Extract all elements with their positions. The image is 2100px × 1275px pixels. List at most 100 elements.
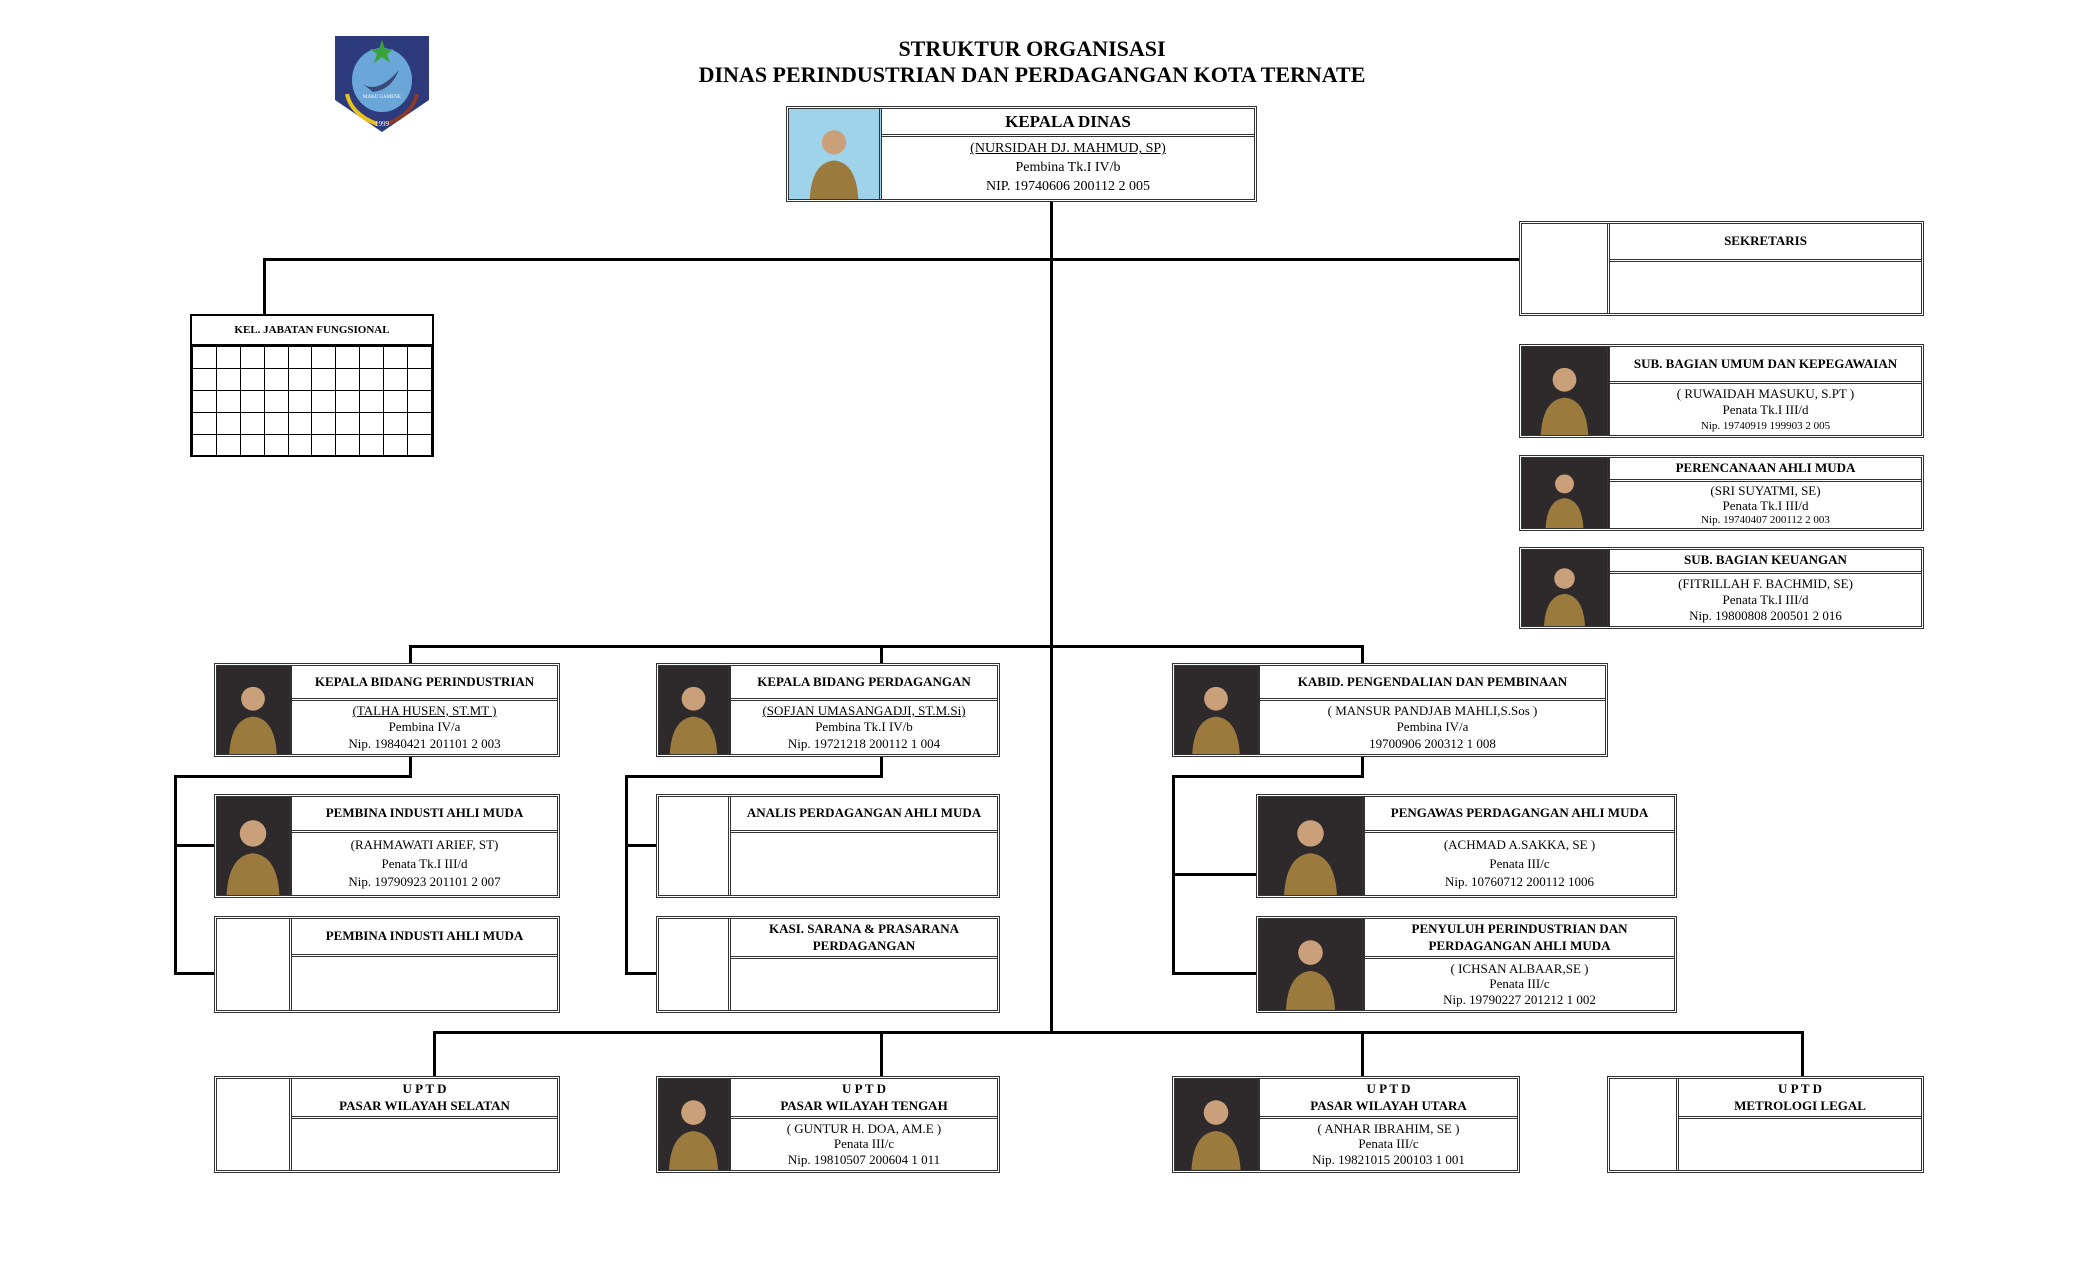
photo-placeholder: [1610, 1079, 1679, 1170]
official-details: [1610, 262, 1921, 313]
connector-line: [433, 1031, 436, 1076]
connector-line: [625, 844, 656, 847]
official-name: (SRI SUYATMI, SE): [1710, 482, 1821, 498]
position-header: KASI. SARANA & PRASARANA PERDAGANGAN: [731, 919, 997, 959]
grid-cell: [215, 390, 241, 413]
position-subtitle: PASAR WILAYAH SELATAN: [339, 1097, 510, 1113]
grid-cell: [359, 346, 385, 369]
official-details: ( ANHAR IBRAHIM, SE ) Penata III/c Nip. …: [1260, 1119, 1517, 1170]
connector-line: [174, 972, 214, 975]
connector-line: [880, 757, 883, 777]
logo-text: MAKU GAMENE: [363, 95, 401, 100]
grid-cell: [407, 346, 432, 369]
connector-line: [433, 1031, 1804, 1034]
connector-line: [1172, 873, 1256, 876]
grid-cell: [407, 368, 432, 391]
connector-line: [174, 775, 177, 975]
grid-cell: [239, 346, 265, 369]
city-emblem-logo: MAKU GAMENE 1999: [335, 36, 429, 132]
person-photo-icon: [809, 130, 859, 199]
photo-placeholder: [217, 1079, 292, 1170]
fungsional-group-box: KEL. JABATAN FUNGSIONAL: [190, 314, 434, 457]
chart-subtitle: DINAS PERINDUSTRIAN DAN PERDAGANGAN KOTA…: [698, 62, 1366, 87]
grid-cell: [192, 368, 217, 391]
official-name: (SOFJAN UMASANGADJI, ST.M.Si): [762, 703, 966, 719]
grid-cell: [407, 412, 432, 435]
grid-cell: [287, 346, 313, 369]
position-header: SUB. BAGIAN KEUANGAN: [1610, 550, 1921, 574]
grid-cell: [407, 390, 432, 413]
official-photo: [1175, 666, 1260, 754]
grid-cell: [383, 390, 409, 413]
position-title: U P T D: [1366, 1081, 1411, 1097]
official-rank: Penata Tk.I III/d: [1722, 497, 1809, 513]
official-nip: Nip. 19800808 200501 2 016: [1689, 607, 1842, 623]
grid-cell: [215, 368, 241, 391]
org-box-uptd-tengah: U P T D PASAR WILAYAH TENGAH ( GUNTUR H.…: [656, 1076, 1000, 1173]
org-box-penyuluh: PENYULUH PERINDUSTRIAN DAN PERDAGANGAN A…: [1256, 916, 1677, 1013]
org-box-kadis: KEPALA DINAS (NURSIDAH DJ. MAHMUD, SP) P…: [786, 106, 1257, 202]
org-box-kabid-pengendalian: KABID. PENGENDALIAN DAN PEMBINAAN ( MANS…: [1172, 663, 1608, 757]
position-subtitle: PASAR WILAYAH TENGAH: [780, 1097, 948, 1113]
position-header: PEMBINA INDUSTI AHLI MUDA: [292, 797, 557, 833]
official-name: (TALHA HUSEN, ST.MT ): [352, 703, 497, 719]
official-rank: Penata Tk.I III/d: [1722, 591, 1809, 607]
official-nip: Nip. 19840421 201101 2 003: [348, 735, 501, 751]
fungsional-title: KEL. JABATAN FUNGSIONAL: [192, 316, 432, 346]
org-box-uptd-metrologi: U P T D METROLOGI LEGAL: [1607, 1076, 1924, 1173]
connector-line: [625, 775, 628, 975]
org-box-pembina1: PEMBINA INDUSTI AHLI MUDA (RAHMAWATI ARI…: [214, 794, 560, 898]
grid-cell: [407, 434, 432, 457]
official-rank: Penata Tk.I III/d: [381, 855, 468, 871]
fungsional-grid: [192, 346, 432, 457]
official-photo: [659, 1079, 731, 1170]
position-header: ANALIS PERDAGANGAN AHLI MUDA: [731, 797, 997, 833]
official-details: [731, 959, 997, 1010]
connector-line: [880, 1031, 883, 1076]
grid-cell: [335, 368, 361, 391]
position-header: U P T D PASAR WILAYAH SELATAN: [292, 1079, 557, 1119]
official-rank: Pembina Tk.I IV/b: [1015, 160, 1121, 176]
org-box-perencanaan: PERENCANAAN AHLI MUDA (SRI SUYATMI, SE) …: [1519, 455, 1924, 531]
position-header: U P T D PASAR WILAYAH UTARA: [1260, 1079, 1517, 1119]
grid-cell: [383, 346, 409, 369]
org-box-umum: SUB. BAGIAN UMUM DAN KEPEGAWAIAN ( RUWAI…: [1519, 344, 1924, 438]
official-name: ( RUWAIDAH MASUKU, S.PT ): [1676, 386, 1855, 402]
position-title: SUB. BAGIAN UMUM DAN KEPEGAWAIAN: [1633, 355, 1898, 371]
grid-cell: [311, 412, 337, 435]
org-box-kabid-dagang: KEPALA BIDANG PERDAGANGAN (SOFJAN UMASAN…: [656, 663, 1000, 757]
grid-cell: [192, 390, 217, 413]
position-title: U P T D: [402, 1081, 447, 1097]
official-photo: [1522, 347, 1610, 435]
person-photo-icon: [1545, 474, 1584, 528]
official-details: (SRI SUYATMI, SE) Penata Tk.I III/d Nip.…: [1610, 482, 1921, 528]
connector-line: [409, 645, 1364, 648]
connector-line: [409, 645, 412, 663]
grid-cell: [335, 434, 361, 457]
connector-line: [1172, 972, 1256, 975]
connector-line: [1361, 645, 1364, 663]
grid-cell: [215, 346, 241, 369]
grid-cell: [383, 434, 409, 457]
connector-line: [1361, 1031, 1364, 1076]
grid-cell: [311, 390, 337, 413]
person-photo-icon: [1540, 367, 1589, 435]
org-box-kasi: KASI. SARANA & PRASARANA PERDAGANGAN: [656, 916, 1000, 1013]
grid-cell: [263, 390, 289, 413]
grid-cell: [287, 368, 313, 391]
grid-cell: [239, 368, 265, 391]
position-title: KASI. SARANA & PRASARANA PERDAGANGAN: [769, 921, 959, 953]
org-box-analis: ANALIS PERDAGANGAN AHLI MUDA: [656, 794, 1000, 898]
official-details: [731, 833, 997, 895]
connector-line: [174, 844, 214, 847]
position-title: SEKRETARIS: [1724, 233, 1807, 249]
connector-line: [880, 645, 883, 663]
official-rank: Penata Tk.I III/d: [1722, 402, 1809, 418]
grid-cell: [335, 390, 361, 413]
official-name: ( ICHSAN ALBAAR,SE ): [1450, 960, 1589, 976]
grid-cell: [383, 368, 409, 391]
official-details: [292, 1119, 557, 1170]
person-photo-icon: [1192, 686, 1240, 754]
official-details: ( RUWAIDAH MASUKU, S.PT ) Penata Tk.I II…: [1610, 384, 1921, 435]
grid-cell: [263, 434, 289, 457]
